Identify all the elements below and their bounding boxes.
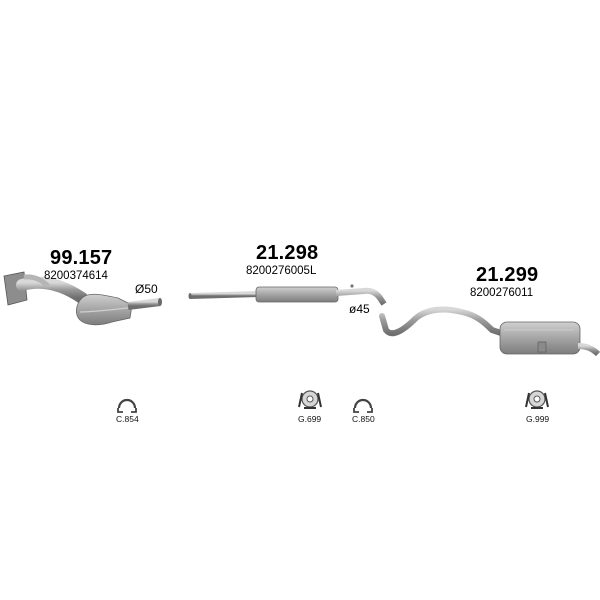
rubber-hanger-icon [298, 390, 322, 409]
clamp-icon [353, 398, 373, 413]
front-pipe-catalyst-drawing [3, 271, 162, 326]
accessory-code-c850: C.850 [352, 414, 375, 424]
part-code-front-pipe: 99.157 [50, 247, 113, 269]
oem-number-front-pipe: 8200374614 [44, 270, 108, 282]
part-code-rear-silencer: 21.299 [476, 264, 539, 286]
oem-number-rear-silencer: 8200276011 [470, 287, 534, 299]
clamp-icon [117, 398, 137, 413]
accessory-code-g699: G.699 [298, 414, 322, 424]
diameter-label-50: Ø50 [135, 282, 158, 296]
accessory-code-g999: G.999 [526, 414, 550, 424]
middle-silencer-drawing [188, 284, 387, 306]
rubber-hanger-icon [525, 390, 549, 409]
oem-number-middle-silencer: 8200276005L [246, 265, 317, 277]
rear-silencer-drawing [379, 306, 600, 357]
diameter-label-45: ø45 [349, 302, 370, 316]
part-code-middle-silencer: 21.298 [256, 242, 319, 264]
accessory-code-c854: C.854 [116, 414, 139, 424]
